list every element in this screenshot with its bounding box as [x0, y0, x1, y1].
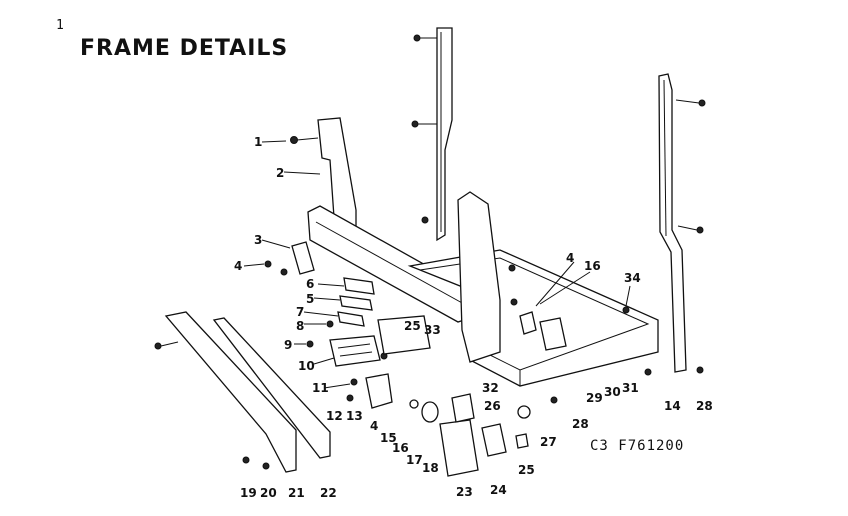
callout-22: 22 [320, 486, 337, 500]
callout-7: 7 [296, 305, 304, 319]
callout-18: 18 [422, 461, 439, 475]
callout-2: 2 [276, 166, 284, 180]
callout-1: 1 [254, 135, 262, 149]
callout-12: 12 [326, 409, 343, 423]
callout-8: 8 [296, 319, 304, 333]
callout-4: 4 [234, 259, 242, 273]
inner-upright [457, 191, 501, 363]
switch-cover [481, 423, 507, 457]
callout-28b: 28 [696, 399, 713, 413]
diagram-title: FRAME DETAILS [80, 36, 289, 61]
leader-lines [243, 140, 631, 389]
side-upright-right [658, 73, 706, 374]
center-plate [377, 315, 431, 355]
callout-3: 3 [254, 233, 262, 247]
callout-27: 27 [540, 435, 557, 449]
page-mark: 1 [56, 18, 64, 33]
callout-29: 29 [586, 391, 603, 405]
callout-15: 15 [380, 431, 397, 445]
callout-16: 16 [392, 441, 409, 455]
rear-upright-left [411, 27, 453, 242]
callout-33: 33 [424, 323, 441, 337]
figure-code: C3 F761200 [590, 438, 685, 454]
callout-labels: 1 2 3 4 5 6 7 8 9 10 11 12 13 4 15 16 17… [234, 135, 713, 500]
callout-23: 23 [456, 485, 473, 499]
callout-20: 20 [260, 486, 277, 500]
callout-13: 13 [346, 409, 363, 423]
callout-30: 30 [604, 385, 621, 399]
leveling-foot [517, 396, 558, 419]
toe-rails [154, 311, 331, 473]
callout-24: 24 [490, 483, 507, 497]
callout-4c: 4 [566, 251, 574, 265]
slotted-plate [306, 335, 388, 367]
base-frame-tray [407, 249, 659, 387]
hinge-bracket [264, 241, 315, 276]
callout-10: 10 [298, 359, 315, 373]
callout-25b: 25 [404, 319, 421, 333]
callout-19: 19 [240, 486, 257, 500]
switch-bracket [451, 393, 475, 423]
callout-9: 9 [284, 338, 292, 352]
callout-32: 32 [482, 381, 499, 395]
callout-14: 14 [664, 399, 681, 413]
callout-5: 5 [306, 292, 314, 306]
bracket-assembly-right [510, 298, 567, 351]
callout-21: 21 [288, 486, 305, 500]
callout-31: 31 [622, 381, 639, 395]
callout-17: 17 [406, 453, 423, 467]
callout-4b: 4 [370, 419, 378, 433]
callout-11: 11 [312, 381, 329, 395]
callout-6: 6 [306, 277, 314, 291]
small-clip [515, 433, 529, 449]
callout-26: 26 [484, 399, 501, 413]
callout-25: 25 [518, 463, 535, 477]
callout-16b: 16 [584, 259, 601, 273]
front-upright [290, 117, 357, 247]
callout-34: 34 [624, 271, 641, 285]
callout-28: 28 [572, 417, 589, 431]
mounting-clips [326, 277, 375, 328]
latch-assembly [346, 373, 393, 409]
